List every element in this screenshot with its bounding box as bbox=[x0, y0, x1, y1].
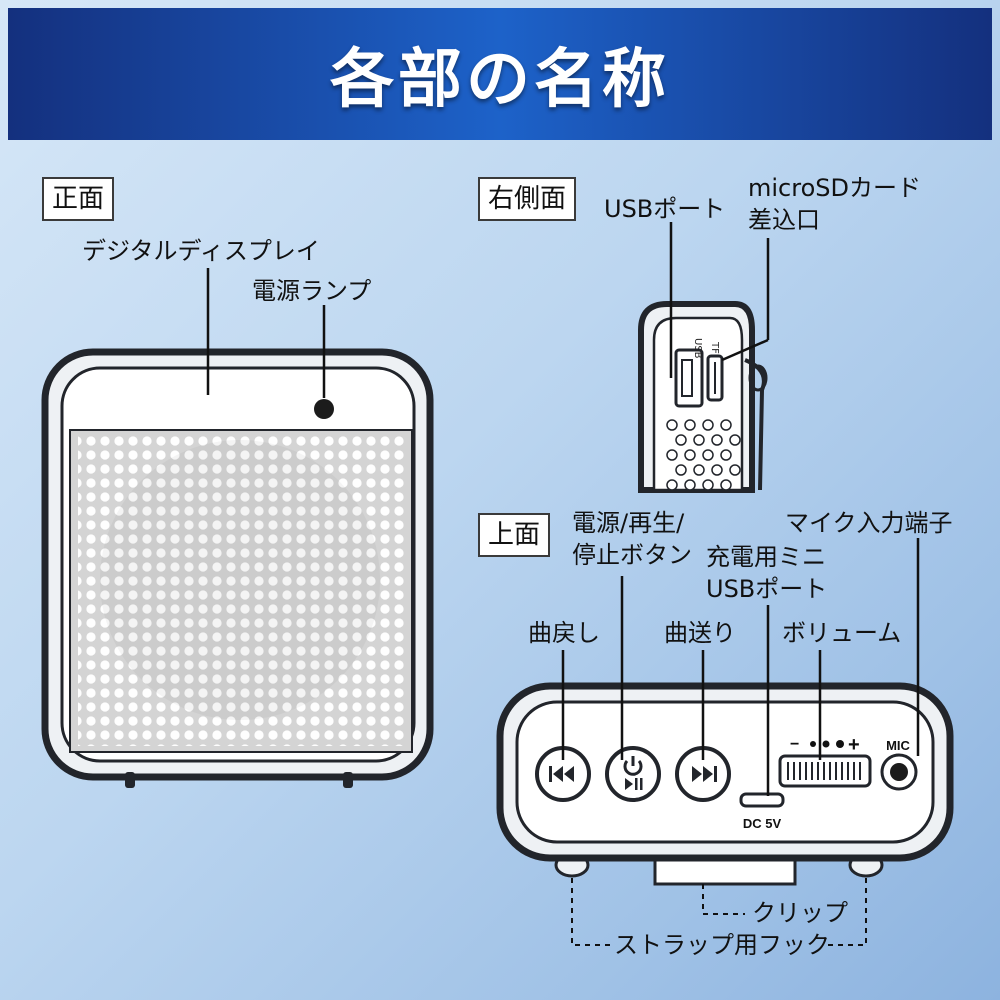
top-speaker: DC 5V − + MIC bbox=[496, 682, 954, 886]
label-power-line2: 停止ボタン bbox=[572, 541, 692, 569]
prev-icon bbox=[549, 766, 574, 782]
front-speaker bbox=[41, 348, 434, 788]
section-right-side: 右側面 bbox=[478, 177, 577, 221]
section-top: 上面 bbox=[478, 513, 551, 557]
label-power-lamp: 電源ランプ bbox=[252, 277, 372, 305]
label-clip: クリップ bbox=[752, 899, 848, 927]
usb-mark: USB bbox=[692, 338, 703, 359]
title-banner: 各部の名称 bbox=[8, 8, 992, 140]
label-microsd-line1: microSDカード bbox=[748, 174, 921, 202]
label-power-line1: 電源/再生/ bbox=[572, 509, 685, 537]
label-usb-port: USBポート bbox=[604, 195, 726, 223]
volume-plus-mark: + bbox=[848, 734, 860, 756]
label-mic-jack: マイク入力端子 bbox=[785, 509, 953, 537]
label-microsd-line2: 差込口 bbox=[748, 206, 820, 234]
page-title: 各部の名称 bbox=[330, 43, 670, 117]
mic-mark: MIC bbox=[886, 738, 910, 753]
label-strap-hook: ストラップ用フック bbox=[614, 931, 830, 959]
next-icon bbox=[692, 766, 717, 782]
tf-mark: TF bbox=[709, 341, 720, 354]
section-front: 正面 bbox=[42, 177, 115, 221]
mini-usb-port bbox=[739, 792, 785, 808]
side-speaker: USB TF bbox=[638, 301, 768, 493]
dc-mark: DC 5V bbox=[743, 816, 782, 831]
power-lamp bbox=[314, 399, 334, 419]
play-pause-icon bbox=[625, 778, 643, 790]
label-charge-line1: 充電用ミニ bbox=[706, 543, 826, 571]
label-charge-line2: USBポート bbox=[706, 575, 828, 603]
label-prev: 曲戻し bbox=[528, 619, 600, 647]
volume-minus-mark: − bbox=[790, 736, 799, 753]
power-icon bbox=[623, 756, 643, 776]
label-digital-display: デジタルディスプレイ bbox=[82, 237, 320, 265]
label-next: 曲送り bbox=[664, 619, 736, 647]
label-volume: ボリューム bbox=[782, 619, 902, 647]
